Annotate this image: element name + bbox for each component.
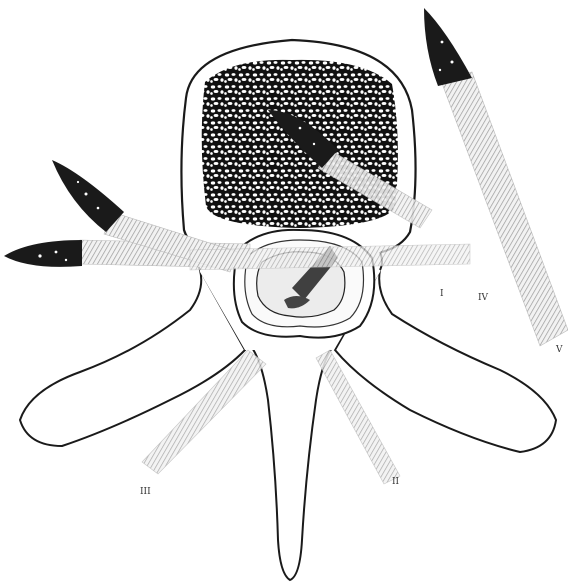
- needle-tip-5: [424, 8, 472, 86]
- needle-shaft-5: [440, 72, 568, 346]
- label-needle-3: III: [140, 487, 151, 497]
- needle-tip-1: [4, 240, 82, 267]
- label-needle-2: II: [392, 477, 400, 487]
- label-needle-1: I: [440, 289, 444, 299]
- label-needle-4: IV: [478, 293, 489, 303]
- label-needle-5: V: [555, 345, 563, 355]
- needle-tip-2: [52, 160, 124, 232]
- spinous-process: [250, 345, 334, 580]
